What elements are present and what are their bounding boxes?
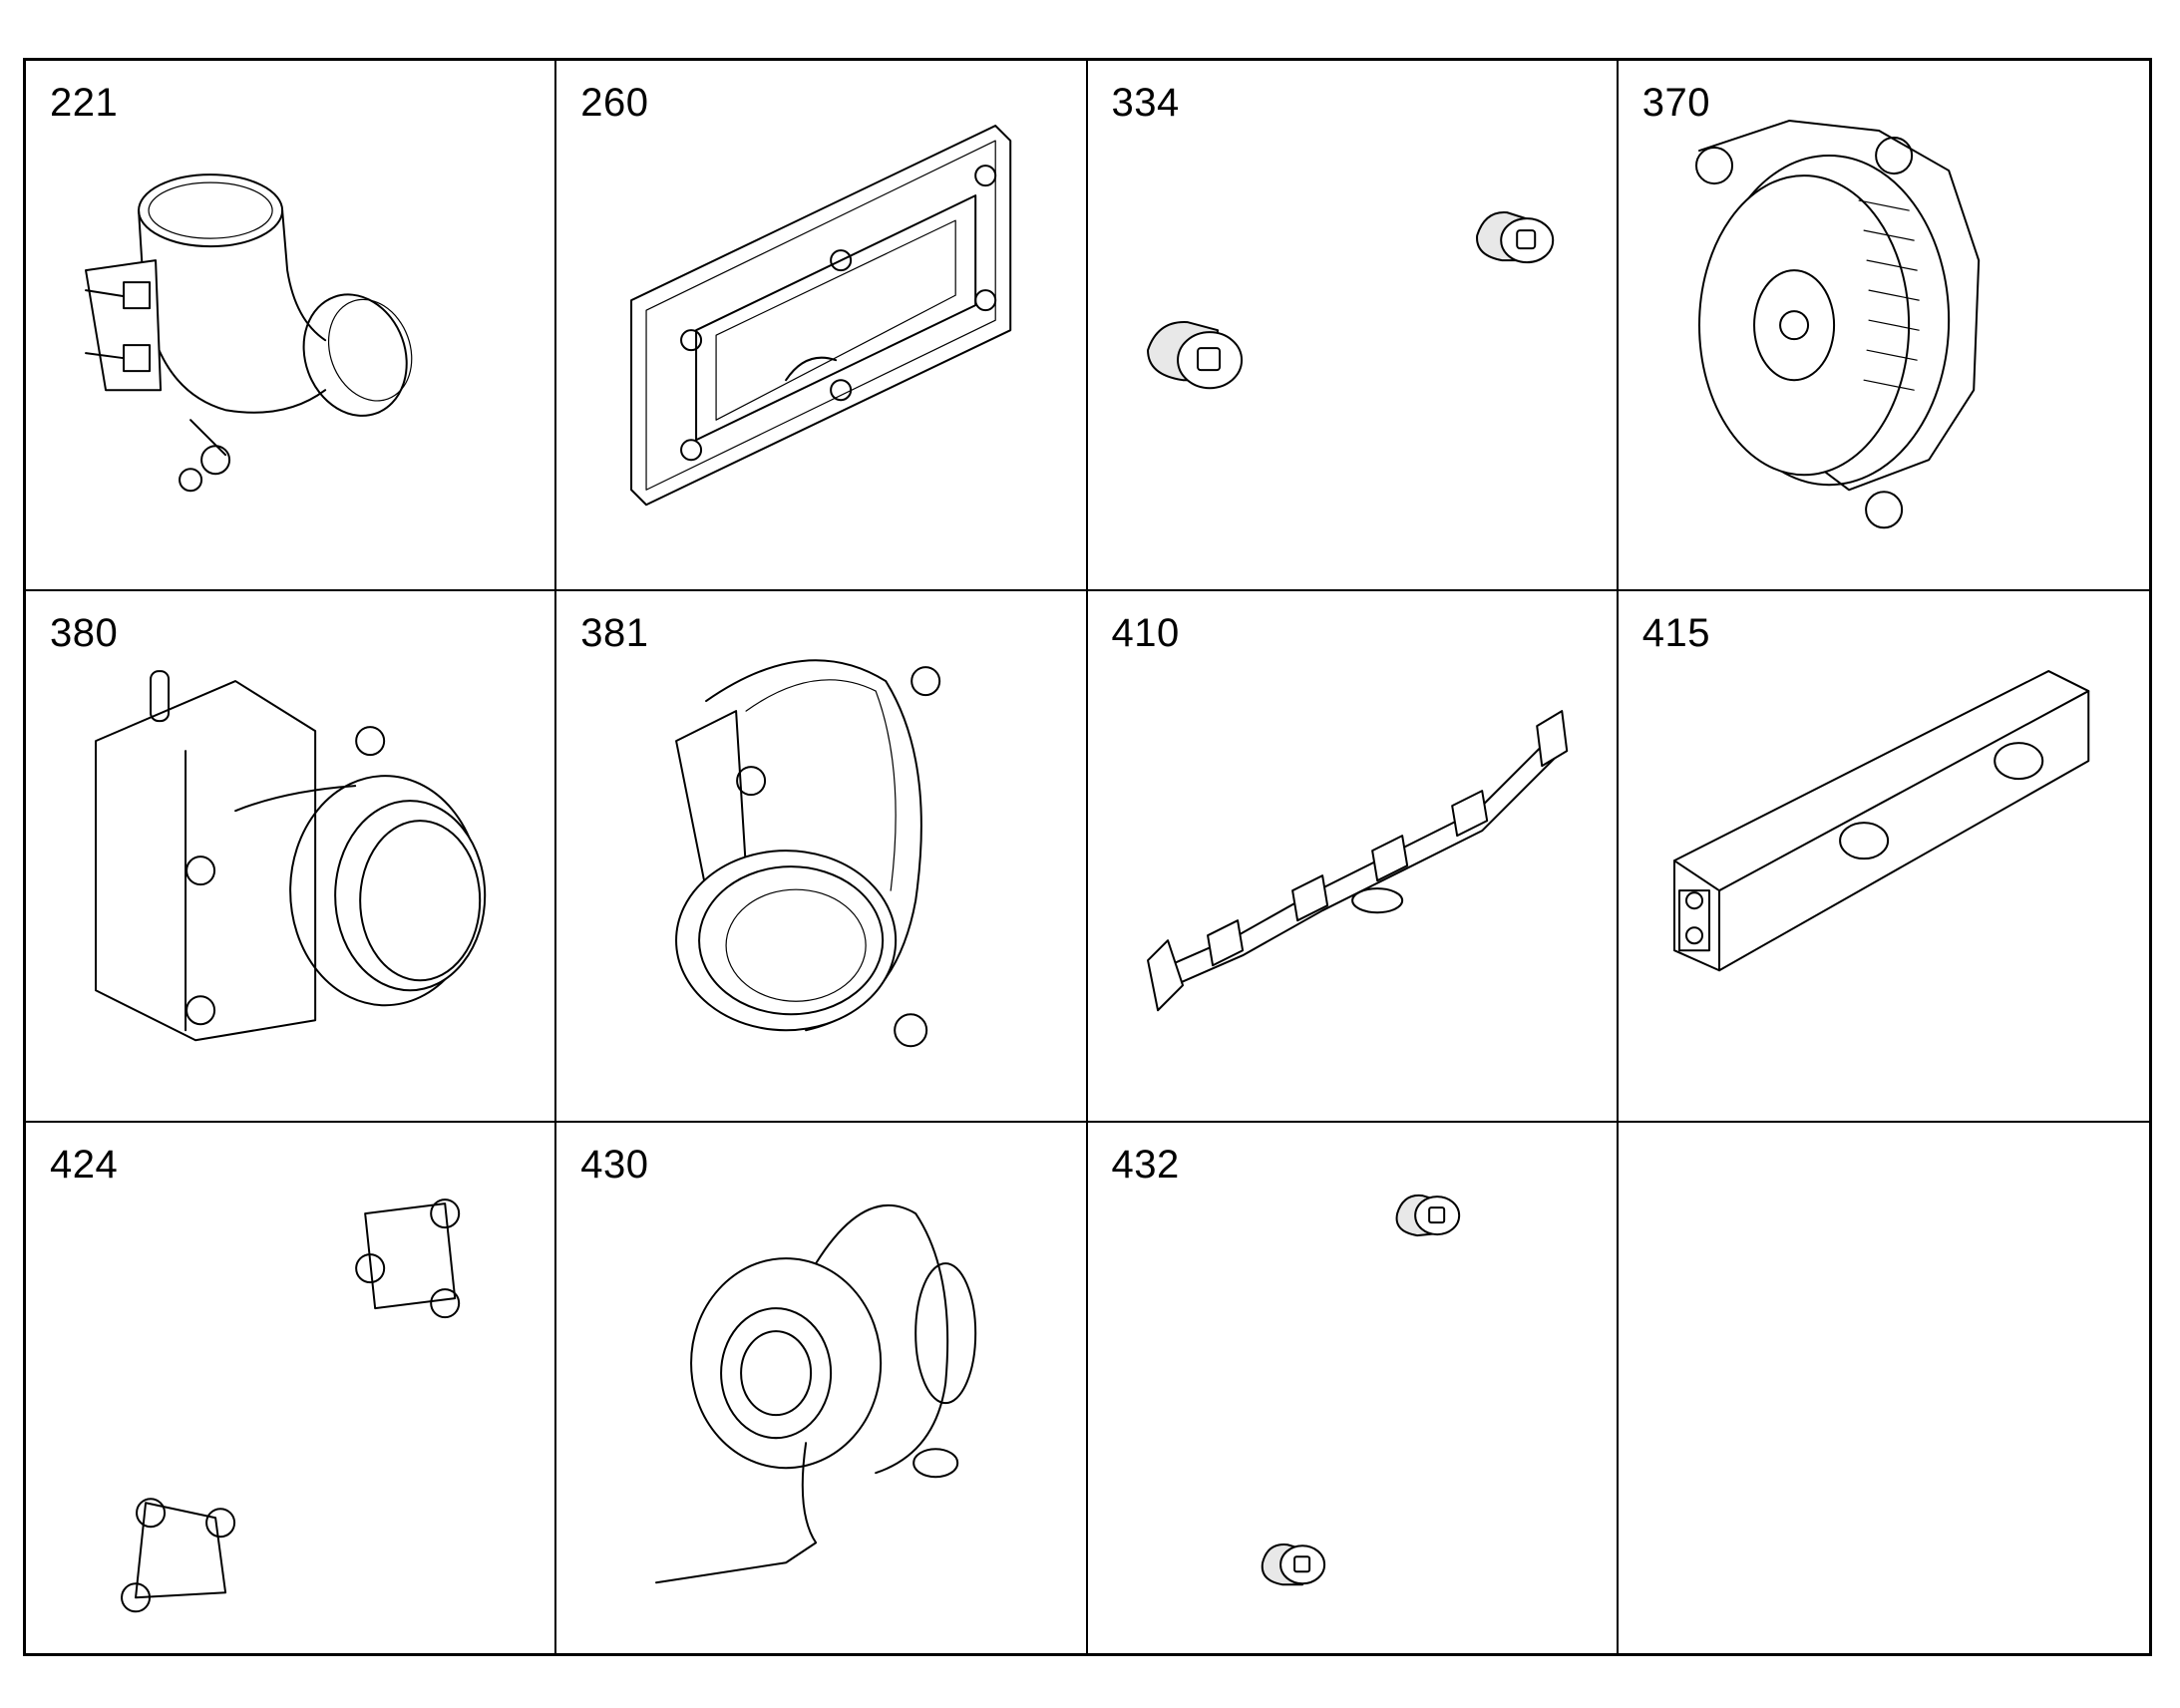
part-cell-empty xyxy=(1619,1123,2149,1653)
part-cell-432[interactable]: 432 xyxy=(1088,1122,1619,1653)
part-number: 430 xyxy=(580,1142,649,1187)
plug-pair-icon xyxy=(1146,211,1554,390)
part-cell-415[interactable]: 415 xyxy=(1618,591,2149,1123)
plug-pair-icon xyxy=(1261,1194,1460,1585)
part-number: 370 xyxy=(1641,81,1710,125)
gasket-frame-icon xyxy=(630,125,1012,507)
tri-flange-plate-icon xyxy=(121,1197,461,1612)
part-cell-380[interactable]: 380 xyxy=(26,591,557,1123)
part-number: 415 xyxy=(1641,611,1710,656)
turbocharger-icon xyxy=(655,1203,977,1583)
part-cell-334[interactable]: 334 xyxy=(1087,61,1619,592)
part-number: 381 xyxy=(580,611,649,656)
part-cell-370[interactable]: 370 xyxy=(1618,61,2149,592)
part-cell-424[interactable]: 424 xyxy=(26,1122,557,1653)
egr-valve-icon xyxy=(95,670,487,1042)
part-cell-430[interactable]: 430 xyxy=(556,1122,1088,1653)
part-number: 410 xyxy=(1111,611,1180,656)
part-number: 221 xyxy=(50,81,119,125)
part-cell-221[interactable]: 221 xyxy=(26,61,557,592)
part-number: 260 xyxy=(580,81,649,125)
part-number: 334 xyxy=(1111,81,1180,125)
part-number: 380 xyxy=(50,611,119,656)
part-number: 432 xyxy=(1111,1142,1180,1187)
part-number: 424 xyxy=(50,1142,119,1187)
water-pump-pulley-icon xyxy=(1694,120,1980,529)
exhaust-manifold-icon xyxy=(1146,710,1568,1012)
part-cell-381[interactable]: 381 xyxy=(556,591,1088,1123)
parts-grid: 221 260 334 xyxy=(23,58,2152,1656)
heat-shield-icon xyxy=(1672,670,2090,972)
throttle-valve-icon xyxy=(85,173,413,493)
part-cell-260[interactable]: 260 xyxy=(556,61,1088,592)
part-cell-410[interactable]: 410 xyxy=(1087,591,1619,1123)
flange-elbow-icon xyxy=(675,659,941,1048)
